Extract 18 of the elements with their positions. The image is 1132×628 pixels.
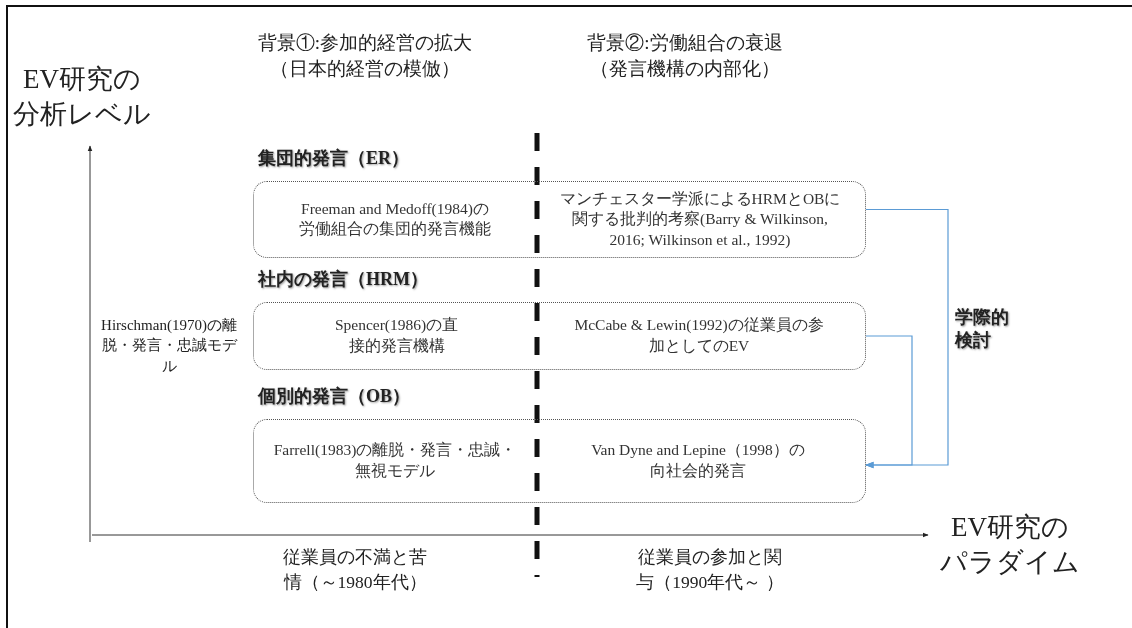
study-text: Farrell(1983)の離脱・発言・忠誠・無視モデル — [272, 440, 518, 481]
study-text: McCabe & Lewin(1992)の従業員の参加としてのEV — [574, 315, 824, 356]
background-note: 背景①:参加的経営の拡大（日本的経営の模倣） — [256, 31, 474, 81]
study-text: Van Dyne and Lepine（1998）の向社会的発言 — [590, 440, 806, 481]
period-label: 従業員の参加と関与（1990年代～ ） — [635, 546, 785, 594]
row-heading: 集団的発言（ER） — [258, 147, 409, 170]
connector-arrow — [865, 208, 949, 469]
connector-arrow — [865, 335, 913, 469]
row-heading: 個別的発言（OB） — [258, 385, 410, 408]
row-heading: 社内の発言（HRM） — [258, 268, 428, 291]
study-text: Spencer(1986)の直接的発言機構 — [334, 315, 459, 356]
study-text: マンチェスター学派によるHRMとOBに関する批判的考察(Barry & Wilkinson, 2016; Wilkinson et al., 1992) — [558, 188, 842, 250]
model-text: Hirschman(1970)の離脱・発言・忠誠モデル — [100, 316, 239, 376]
period-label: 従業員の不満と苦情（～1980年代） — [282, 546, 428, 594]
background-note: 背景②:労働組合の衰退（発言機構の内部化） — [586, 31, 784, 81]
axis-title: EV研究の分析レベル — [12, 63, 152, 132]
axis-title: EV研究のパラダイム — [940, 511, 1080, 580]
study-text: Freeman and Medoff(1984)の労働組合の集団的発言機能 — [298, 198, 492, 240]
